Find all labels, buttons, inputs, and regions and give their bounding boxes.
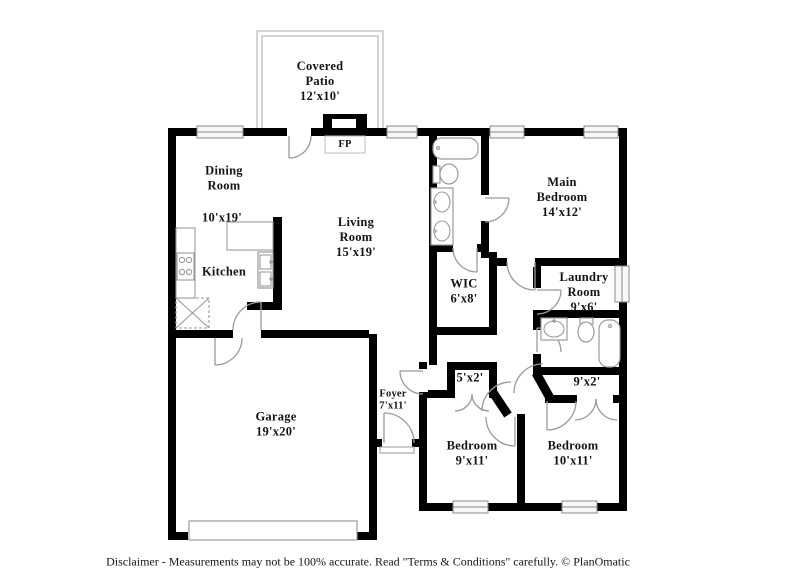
hall-bathroom-fixtures: [540, 317, 621, 368]
room-label-bedroom-9x11: Bedroom 9'x11': [446, 438, 498, 467]
kitchen-fixtures: [175, 221, 274, 329]
bathtub: [432, 137, 479, 160]
kitchen-counter: [175, 227, 196, 299]
fireplace: [323, 114, 367, 154]
toilet: [432, 163, 459, 185]
room-label-foyer: Foyer 7'x11': [379, 388, 407, 412]
kitchen-sink: [257, 251, 274, 289]
main-bathroom-fixtures: [430, 137, 479, 246]
disclaimer-text: Disclaimer - Measurements may not be 100…: [106, 554, 630, 569]
room-label-garage: Garage 19'x20': [255, 409, 297, 438]
bathtub: [598, 319, 621, 368]
room-label-dining-room: Dining Room: [205, 163, 243, 192]
room-label-covered-patio: Covered Patio 12'x10': [296, 58, 344, 103]
room-label-bedroom-10x11: Bedroom 10'x11': [547, 438, 599, 467]
kitchen-peninsula-counter: [226, 221, 274, 251]
double-sink-vanity: [430, 187, 454, 246]
toilet: [577, 317, 595, 343]
room-label-closet-9x2: 9'x2': [573, 374, 601, 389]
room-label-fireplace: FP: [338, 138, 352, 150]
room-label-main-bedroom: Main Bedroom 14'x12': [536, 174, 588, 219]
sink-vanity: [540, 317, 568, 341]
angled-walls: [488, 370, 554, 418]
room-label-living-room: Living Room 15'x19': [336, 214, 376, 259]
front-door-threshold: [379, 446, 415, 454]
room-label-laundry-room: Laundry Room 9'x6': [559, 269, 609, 314]
room-label-wic: WIC 6'x8': [450, 276, 478, 305]
room-label-kitchen: Kitchen: [201, 264, 247, 279]
windows: [196, 125, 630, 514]
stove-cooktop: [176, 252, 195, 281]
pantry: [175, 297, 210, 329]
room-label-dining-dims: 10'x19': [202, 210, 242, 225]
garage-door: [188, 520, 358, 541]
room-label-closet-5x2: 5'x2': [456, 370, 484, 385]
door-swings: [214, 135, 618, 447]
